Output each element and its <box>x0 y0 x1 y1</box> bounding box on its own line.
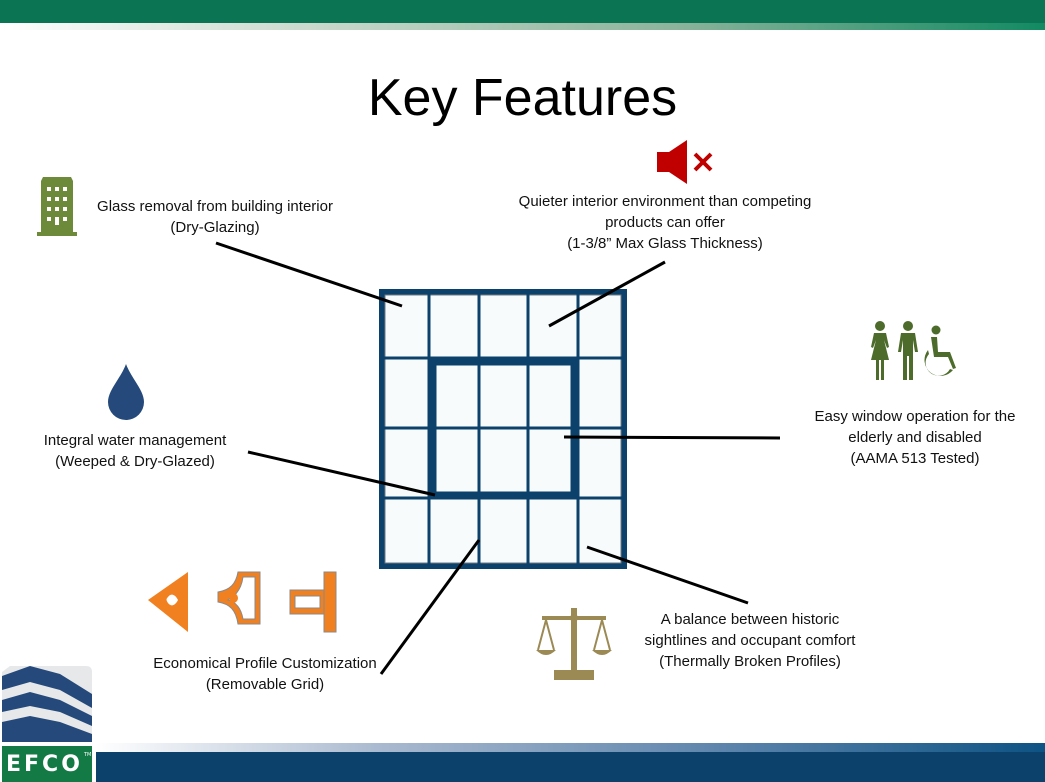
leader-line-water <box>247 450 436 497</box>
caption-line: elderly and disabled <box>848 429 982 446</box>
caption-line: products can offer <box>605 214 725 231</box>
speaker-mute-icon <box>657 140 713 184</box>
profile-shape-curved <box>217 571 261 625</box>
caption-line: Integral water management <box>43 432 227 449</box>
caption-line: (Dry-Glazing) <box>170 219 260 236</box>
leader-line-accessibility <box>563 435 781 440</box>
leader-line-dry-glazing <box>215 241 403 308</box>
header-bar <box>0 0 1045 23</box>
efco-logo-trademark: TM <box>84 752 92 758</box>
caption-line: (Removable Grid) <box>205 676 325 693</box>
window-operable-sash <box>429 358 578 499</box>
feature-accessibility-caption: Easy window operation for the elderly an… <box>790 406 1040 469</box>
water-drop-icon <box>108 364 144 420</box>
caption-line: sightlines and occupant comfort <box>644 632 856 649</box>
caption-line: (Thermally Broken Profiles) <box>659 653 841 670</box>
efco-logo-text: EFCO <box>6 752 83 777</box>
balance-scale-icon <box>536 608 612 680</box>
window-mullions <box>382 292 624 566</box>
profile-shapes-icon <box>148 571 337 633</box>
feature-profile-caption: Economical Profile Customization (Remova… <box>120 653 410 695</box>
caption-line: Quieter interior environment than compet… <box>518 193 812 210</box>
building-icon <box>37 177 77 236</box>
leader-line-quieter <box>548 260 666 328</box>
footer-gradient-stripe <box>96 743 1045 752</box>
feature-water-caption: Integral water management (Weeped & Dry-… <box>20 430 250 472</box>
caption-line: (AAMA 513 Tested) <box>850 450 980 467</box>
people-accessibility-icon <box>871 321 956 380</box>
caption-line: Easy window operation for the <box>814 408 1016 425</box>
efco-logo: EFCO TM <box>0 664 94 782</box>
profile-shape-t-bar <box>289 571 337 633</box>
feature-thermal-caption: A balance between historic sightlines an… <box>630 609 870 672</box>
caption-line: Glass removal from building interior <box>97 198 333 215</box>
slide-title: Key Features <box>367 69 678 127</box>
feature-dry-glazing-caption: Glass removal from building interior (Dr… <box>80 196 350 238</box>
caption-line: A balance between historic <box>660 611 840 628</box>
caption-line: Economical Profile Customization <box>153 655 377 672</box>
caption-line: (1-3/8” Max Glass Thickness) <box>567 235 763 252</box>
efco-logo-building-mark <box>2 666 92 782</box>
leader-line-profile <box>379 539 481 675</box>
caption-line: (Weeped & Dry-Glazed) <box>55 453 215 470</box>
feature-quieter-caption: Quieter interior environment than compet… <box>490 191 840 254</box>
leader-line-thermal <box>586 545 749 605</box>
profile-shape-triangular <box>148 572 188 632</box>
header-gradient-stripe <box>0 23 1045 30</box>
footer-bar <box>96 752 1045 782</box>
